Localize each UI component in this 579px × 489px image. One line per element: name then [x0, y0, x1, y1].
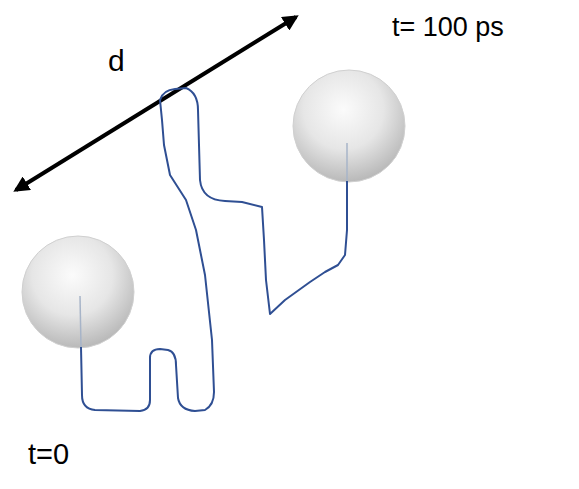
center-line	[80, 296, 81, 347]
time-label: t= 100 ps	[392, 14, 504, 41]
trajectory	[81, 88, 347, 411]
dimension-arrow	[16, 17, 296, 190]
time-label: t=0	[28, 440, 69, 469]
particle-end	[293, 70, 405, 182]
center-line	[346, 143, 348, 181]
dimension-label: d	[108, 46, 125, 76]
particle-start	[22, 236, 134, 348]
